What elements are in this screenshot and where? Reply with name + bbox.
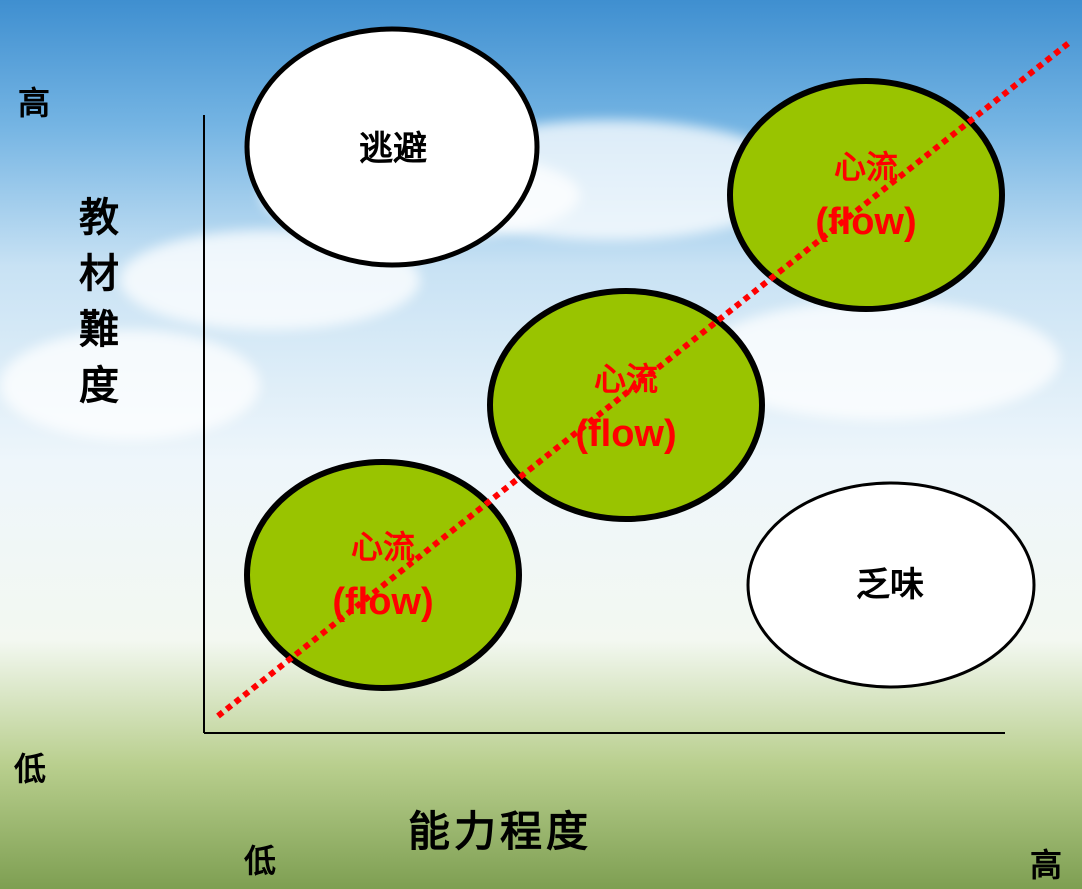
flow-ellipse-low: [244, 459, 522, 691]
boredom-label: 乏味: [856, 565, 924, 605]
escape-label: 逃避: [359, 129, 427, 169]
x-axis-low-label: 低: [244, 842, 277, 880]
x-axis-title: 能力程度: [408, 807, 593, 856]
cloud: [0, 330, 260, 440]
flow-ellipse-high: [727, 78, 1005, 312]
x-axis-high-label: 高: [1030, 846, 1063, 884]
flow-channel-diagonal: [216, 39, 1072, 719]
y-axis-low-label: 低: [14, 750, 47, 788]
flow-label-en: (flow): [332, 581, 433, 623]
y-axis-title: 教材難度: [79, 194, 119, 409]
flow-label-cn: 心流: [351, 528, 415, 566]
flow-ellipse-mid: [487, 288, 765, 522]
escape-ellipse: [244, 26, 540, 268]
boredom-ellipse: [746, 481, 1036, 689]
flow-label-cn: 心流: [834, 148, 898, 186]
flow-label-en: (flow): [815, 201, 916, 243]
y-axis-high-label: 高: [18, 84, 51, 122]
